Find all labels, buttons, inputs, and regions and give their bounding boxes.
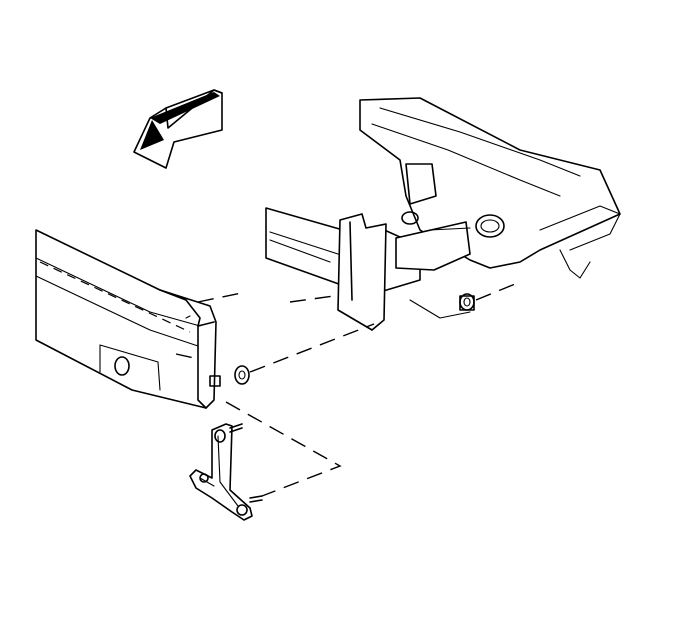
frame-rail <box>35 229 221 409</box>
direction-arrow-icon <box>133 89 223 169</box>
alignment-lines <box>175 281 521 497</box>
mount-bolt <box>459 293 475 311</box>
frame-mount-assembly <box>265 97 621 331</box>
washer <box>234 365 250 385</box>
support-brace <box>189 423 263 521</box>
